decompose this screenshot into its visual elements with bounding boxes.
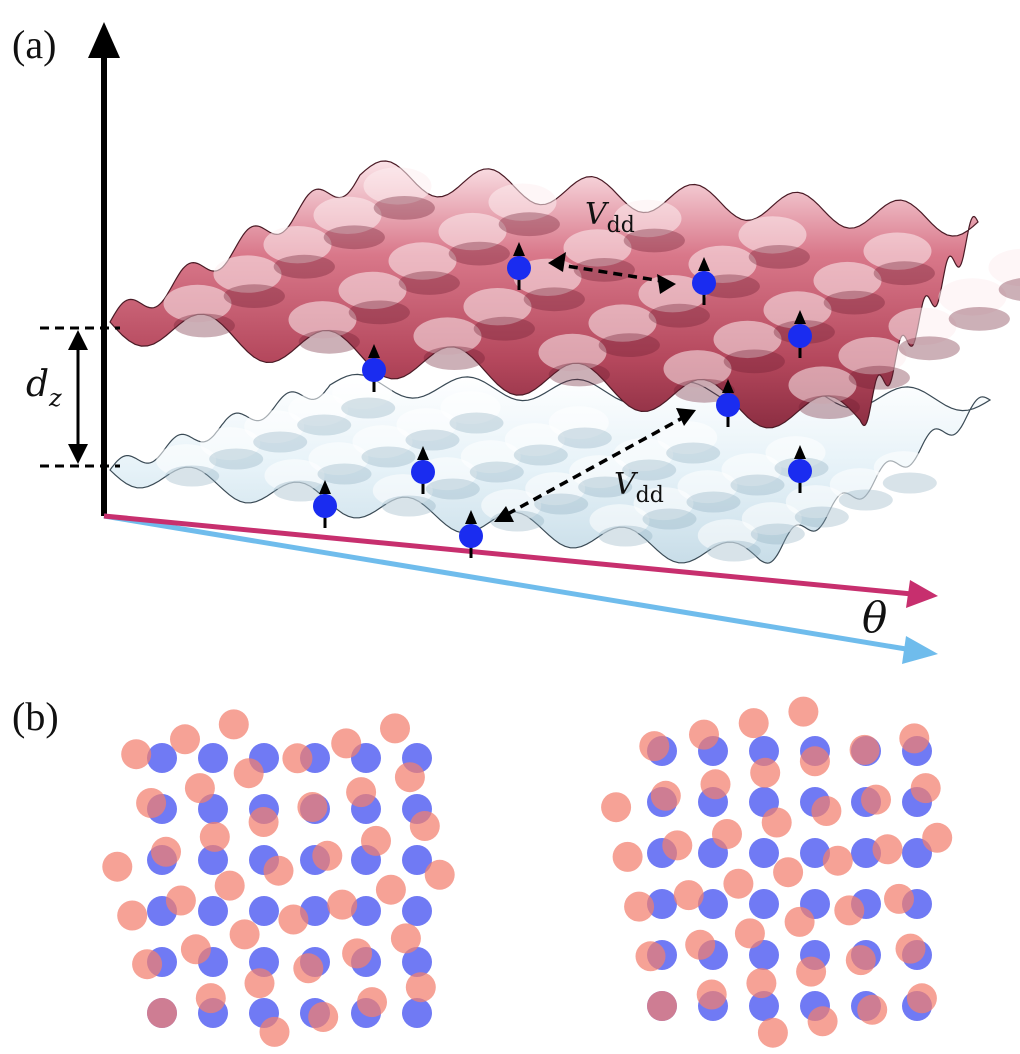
panel-a: (a) θ dz — [12, 22, 1020, 664]
vertical-axis-arrowhead — [88, 22, 120, 58]
atom-1 — [507, 242, 531, 290]
atom-7 — [788, 445, 812, 493]
moire-pattern-left — [102, 709, 455, 1047]
dipolar-atoms — [313, 242, 812, 558]
atom-3 — [788, 310, 812, 358]
atom-5 — [716, 379, 740, 427]
vdd-label-lower: Vdd — [614, 467, 664, 508]
blue-axis-arrowhead — [902, 636, 938, 664]
magenta-axis-arrowhead — [906, 580, 938, 608]
square-lattice-red — [601, 696, 953, 1048]
atom-6 — [411, 446, 435, 494]
atom-9 — [459, 510, 483, 558]
moire-pattern-right — [601, 696, 953, 1048]
vdd-interaction-lower: Vdd — [494, 408, 696, 522]
atom-4 — [362, 344, 386, 392]
panel-b-label: (b) — [12, 694, 59, 739]
dz-label: dz — [26, 364, 62, 412]
axes: θ — [88, 22, 938, 664]
upper-lattice-surface — [109, 160, 1020, 429]
square-lattice-red — [102, 709, 455, 1047]
panel-a-label: (a) — [12, 22, 56, 67]
vdd-label-upper: Vdd — [585, 197, 635, 238]
dz-indicator: dz — [26, 326, 120, 468]
theta-label: θ — [862, 593, 887, 642]
blue-axis — [103, 513, 913, 653]
atom-2 — [692, 257, 716, 305]
vdd-interaction-upper: Vdd — [548, 197, 676, 294]
panel-b: (b) — [12, 694, 953, 1048]
atom-8 — [313, 480, 337, 528]
magenta-axis — [103, 513, 913, 597]
